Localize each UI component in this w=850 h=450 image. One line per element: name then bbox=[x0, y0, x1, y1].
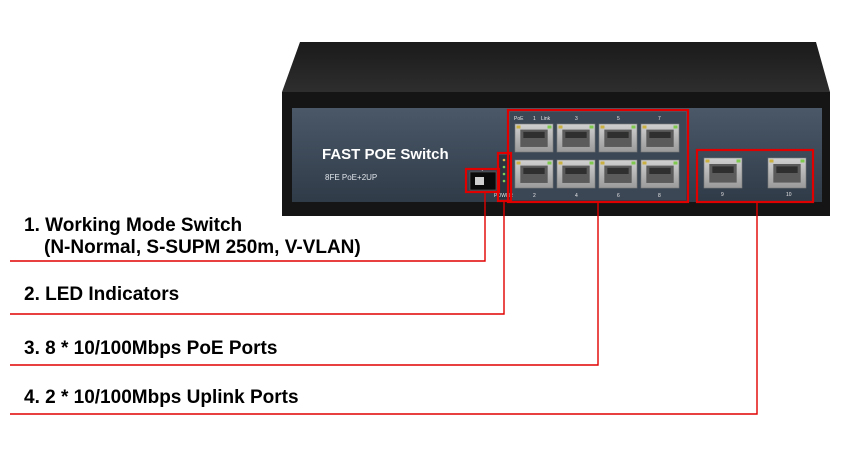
label-port-7: 7 bbox=[658, 116, 661, 122]
label-port-3: 3 bbox=[575, 116, 578, 122]
highlight-uplink-ports bbox=[695, 148, 815, 204]
callout-2-title: 2. LED Indicators bbox=[24, 284, 180, 305]
model-label: 8FE PoE+2UP bbox=[325, 173, 377, 182]
leader-line-3 bbox=[10, 202, 599, 366]
poe-port-3 bbox=[556, 123, 596, 153]
leader-line-1 bbox=[10, 192, 486, 262]
label-port-6: 6 bbox=[617, 193, 620, 199]
leader-line-2 bbox=[10, 201, 505, 315]
poe-port-1 bbox=[514, 123, 554, 153]
label-port-4: 4 bbox=[575, 193, 578, 199]
poe-ports bbox=[514, 123, 680, 189]
uplink-port-9 bbox=[703, 157, 743, 189]
label-port-9: 9 bbox=[721, 192, 724, 198]
poe-port-6 bbox=[598, 159, 638, 189]
uplink-ports bbox=[703, 157, 807, 189]
poe-port-4 bbox=[556, 159, 596, 189]
poe-port-5 bbox=[598, 123, 638, 153]
chassis-top bbox=[282, 42, 830, 92]
brand-label: FAST POE Switch bbox=[322, 146, 449, 163]
poe-port-2 bbox=[514, 159, 554, 189]
callout-4-title: 4. 2 * 10/100Mbps Uplink Ports bbox=[24, 387, 299, 408]
label-port-2: 2 bbox=[533, 193, 536, 199]
label-port-5: 5 bbox=[617, 116, 620, 122]
uplink-port-10 bbox=[767, 157, 807, 189]
label-link: Link bbox=[541, 116, 551, 122]
leader-line-4 bbox=[10, 202, 758, 415]
callout-3-title: 3. 8 * 10/100Mbps PoE Ports bbox=[24, 338, 278, 359]
callout-1-detail: (N-Normal, S-SUPM 250m, V-VLAN) bbox=[44, 237, 361, 258]
poe-port-7 bbox=[640, 123, 680, 153]
label-poe: PoE bbox=[514, 116, 524, 122]
label-port-1: 1 bbox=[533, 116, 536, 122]
callout-1-title: 1. Working Mode Switch bbox=[24, 215, 243, 236]
label-port-8: 8 bbox=[658, 193, 661, 199]
led-indicators bbox=[499, 155, 510, 199]
label-power: POWER bbox=[494, 193, 513, 199]
label-port-10: 10 bbox=[786, 192, 792, 198]
poe-port-8 bbox=[640, 159, 680, 189]
highlight-mode-switch bbox=[464, 167, 501, 194]
callout-lines bbox=[10, 192, 758, 415]
